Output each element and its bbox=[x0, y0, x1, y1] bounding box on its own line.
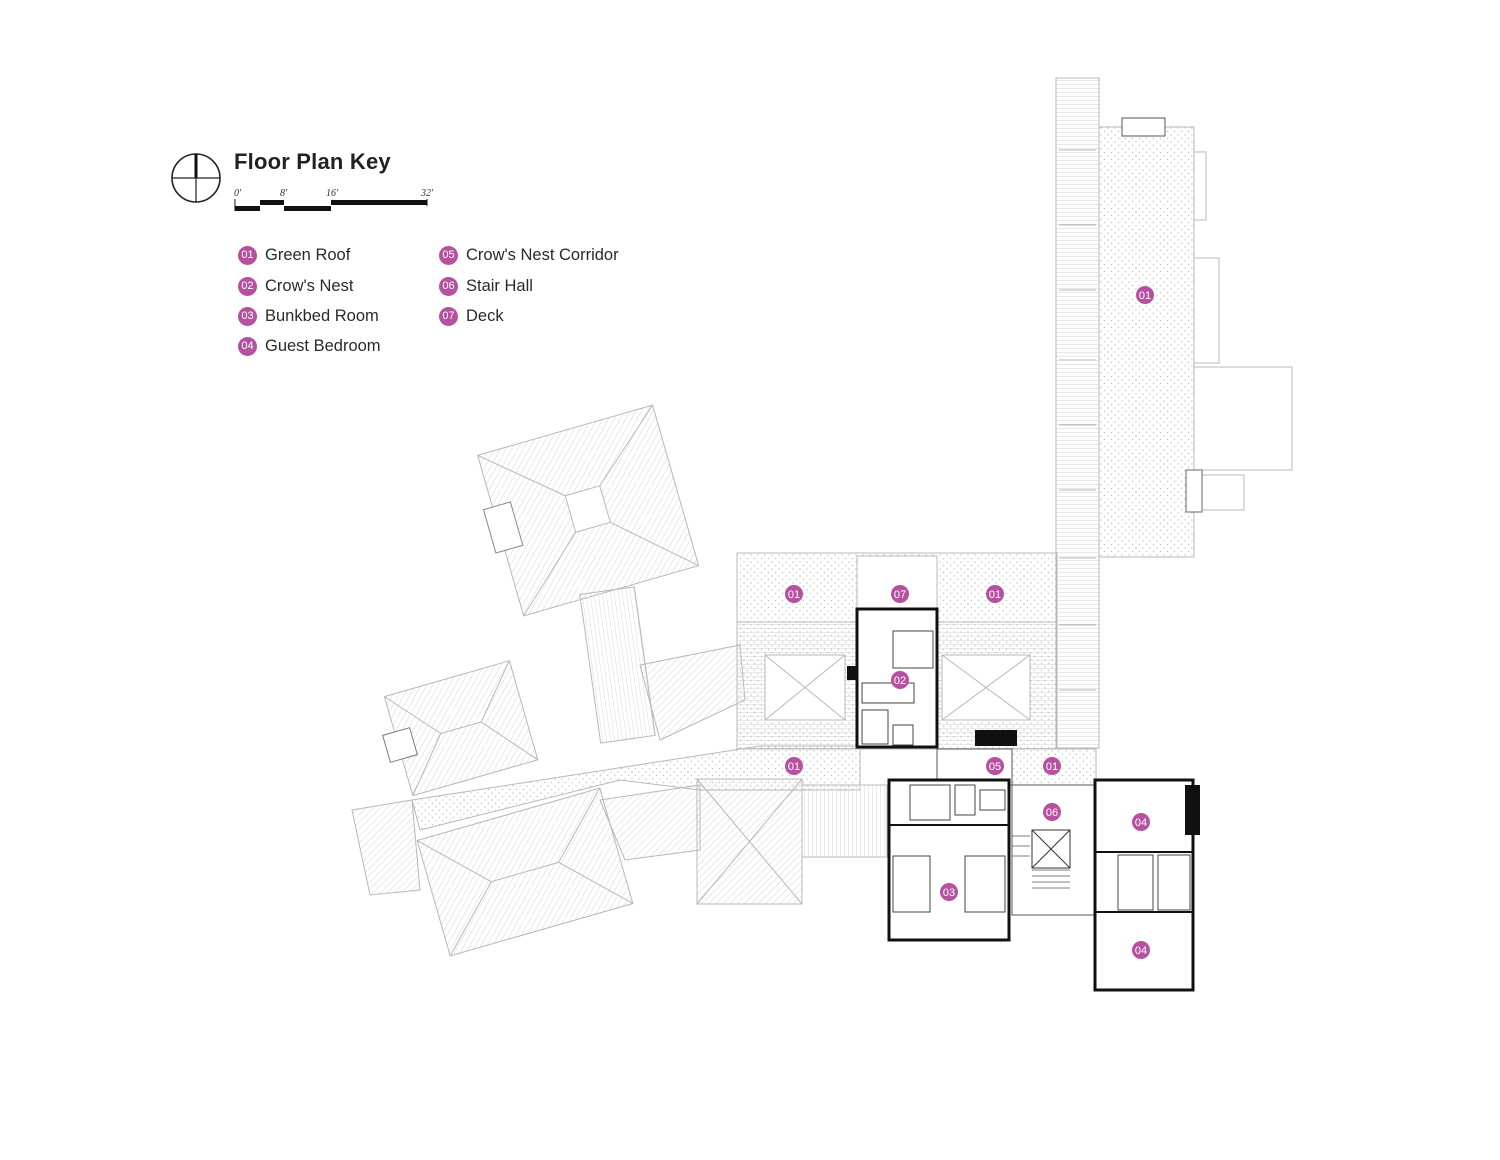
svg-text:04: 04 bbox=[1135, 945, 1147, 957]
scale-label-8: 8' bbox=[280, 188, 288, 199]
svg-text:06: 06 bbox=[1046, 807, 1058, 819]
legend-number: 04 bbox=[238, 336, 257, 356]
scale-label-32: 32' bbox=[421, 188, 434, 199]
scale-label-16: 16' bbox=[326, 188, 339, 199]
page-title: Floor Plan Key bbox=[234, 149, 391, 174]
svg-text:05: 05 bbox=[989, 761, 1001, 773]
svg-text:02: 02 bbox=[894, 675, 906, 687]
svg-text:01: 01 bbox=[1046, 761, 1058, 773]
room-tag-deck: 07 bbox=[891, 585, 909, 603]
legend-label: Stair Hall bbox=[466, 276, 533, 295]
svg-text:01: 01 bbox=[788, 589, 800, 601]
svg-text:04: 04 bbox=[1135, 817, 1147, 829]
room-tag-green-roof-3: 01 bbox=[785, 757, 803, 775]
legend-label: Crow's Nest Corridor bbox=[466, 245, 619, 264]
scale-bar bbox=[234, 199, 428, 211]
scale-label-0: 0' bbox=[234, 188, 242, 199]
room-tags: 01 07 01 02 01 05 01 06 04 03 04 01 bbox=[785, 286, 1154, 959]
legend-item: 01 Green Roof bbox=[238, 244, 350, 266]
room-tag-corridor: 05 bbox=[986, 757, 1004, 775]
room-tag-crows-nest: 02 bbox=[891, 671, 909, 689]
legend-item: 04 Guest Bedroom bbox=[238, 335, 381, 357]
legend-item: 06 Stair Hall bbox=[439, 275, 533, 297]
room-tag-green-roof-5: 01 bbox=[1136, 286, 1154, 304]
room-tag-bunkbed-room: 03 bbox=[940, 883, 958, 901]
svg-text:01: 01 bbox=[1139, 290, 1151, 302]
legend-number: 05 bbox=[439, 245, 458, 265]
legend-number: 07 bbox=[439, 306, 458, 326]
room-tag-guest-bedroom-2: 04 bbox=[1132, 941, 1150, 959]
legend-label: Crow's Nest bbox=[265, 276, 354, 295]
legend-label: Guest Bedroom bbox=[265, 336, 381, 355]
svg-text:01: 01 bbox=[788, 761, 800, 773]
svg-text:07: 07 bbox=[894, 589, 906, 601]
room-tag-green-roof-2: 01 bbox=[986, 585, 1004, 603]
legend-item: 03 Bunkbed Room bbox=[238, 305, 379, 327]
existing-buildings bbox=[351, 77, 1293, 957]
legend-label: Green Roof bbox=[265, 245, 351, 264]
legend-item: 07 Deck bbox=[439, 305, 504, 327]
legend-item: 02 Crow's Nest bbox=[238, 275, 353, 297]
legend-number: 02 bbox=[238, 276, 257, 296]
legend-label: Deck bbox=[466, 306, 504, 325]
room-tag-green-roof-4: 01 bbox=[1043, 757, 1061, 775]
svg-text:01: 01 bbox=[989, 589, 1001, 601]
svg-text:03: 03 bbox=[943, 887, 955, 899]
legend-number: 06 bbox=[439, 276, 458, 296]
legend-number: 01 bbox=[238, 245, 257, 265]
room-tag-stair-hall: 06 bbox=[1043, 803, 1061, 821]
north-arrow-icon bbox=[171, 153, 221, 203]
legend-label: Bunkbed Room bbox=[265, 306, 379, 325]
legend-number: 03 bbox=[238, 306, 257, 326]
legend-item: 05 Crow's Nest Corridor bbox=[439, 244, 619, 266]
room-tag-guest-bedroom-1: 04 bbox=[1132, 813, 1150, 831]
room-tag-green-roof-1: 01 bbox=[785, 585, 803, 603]
